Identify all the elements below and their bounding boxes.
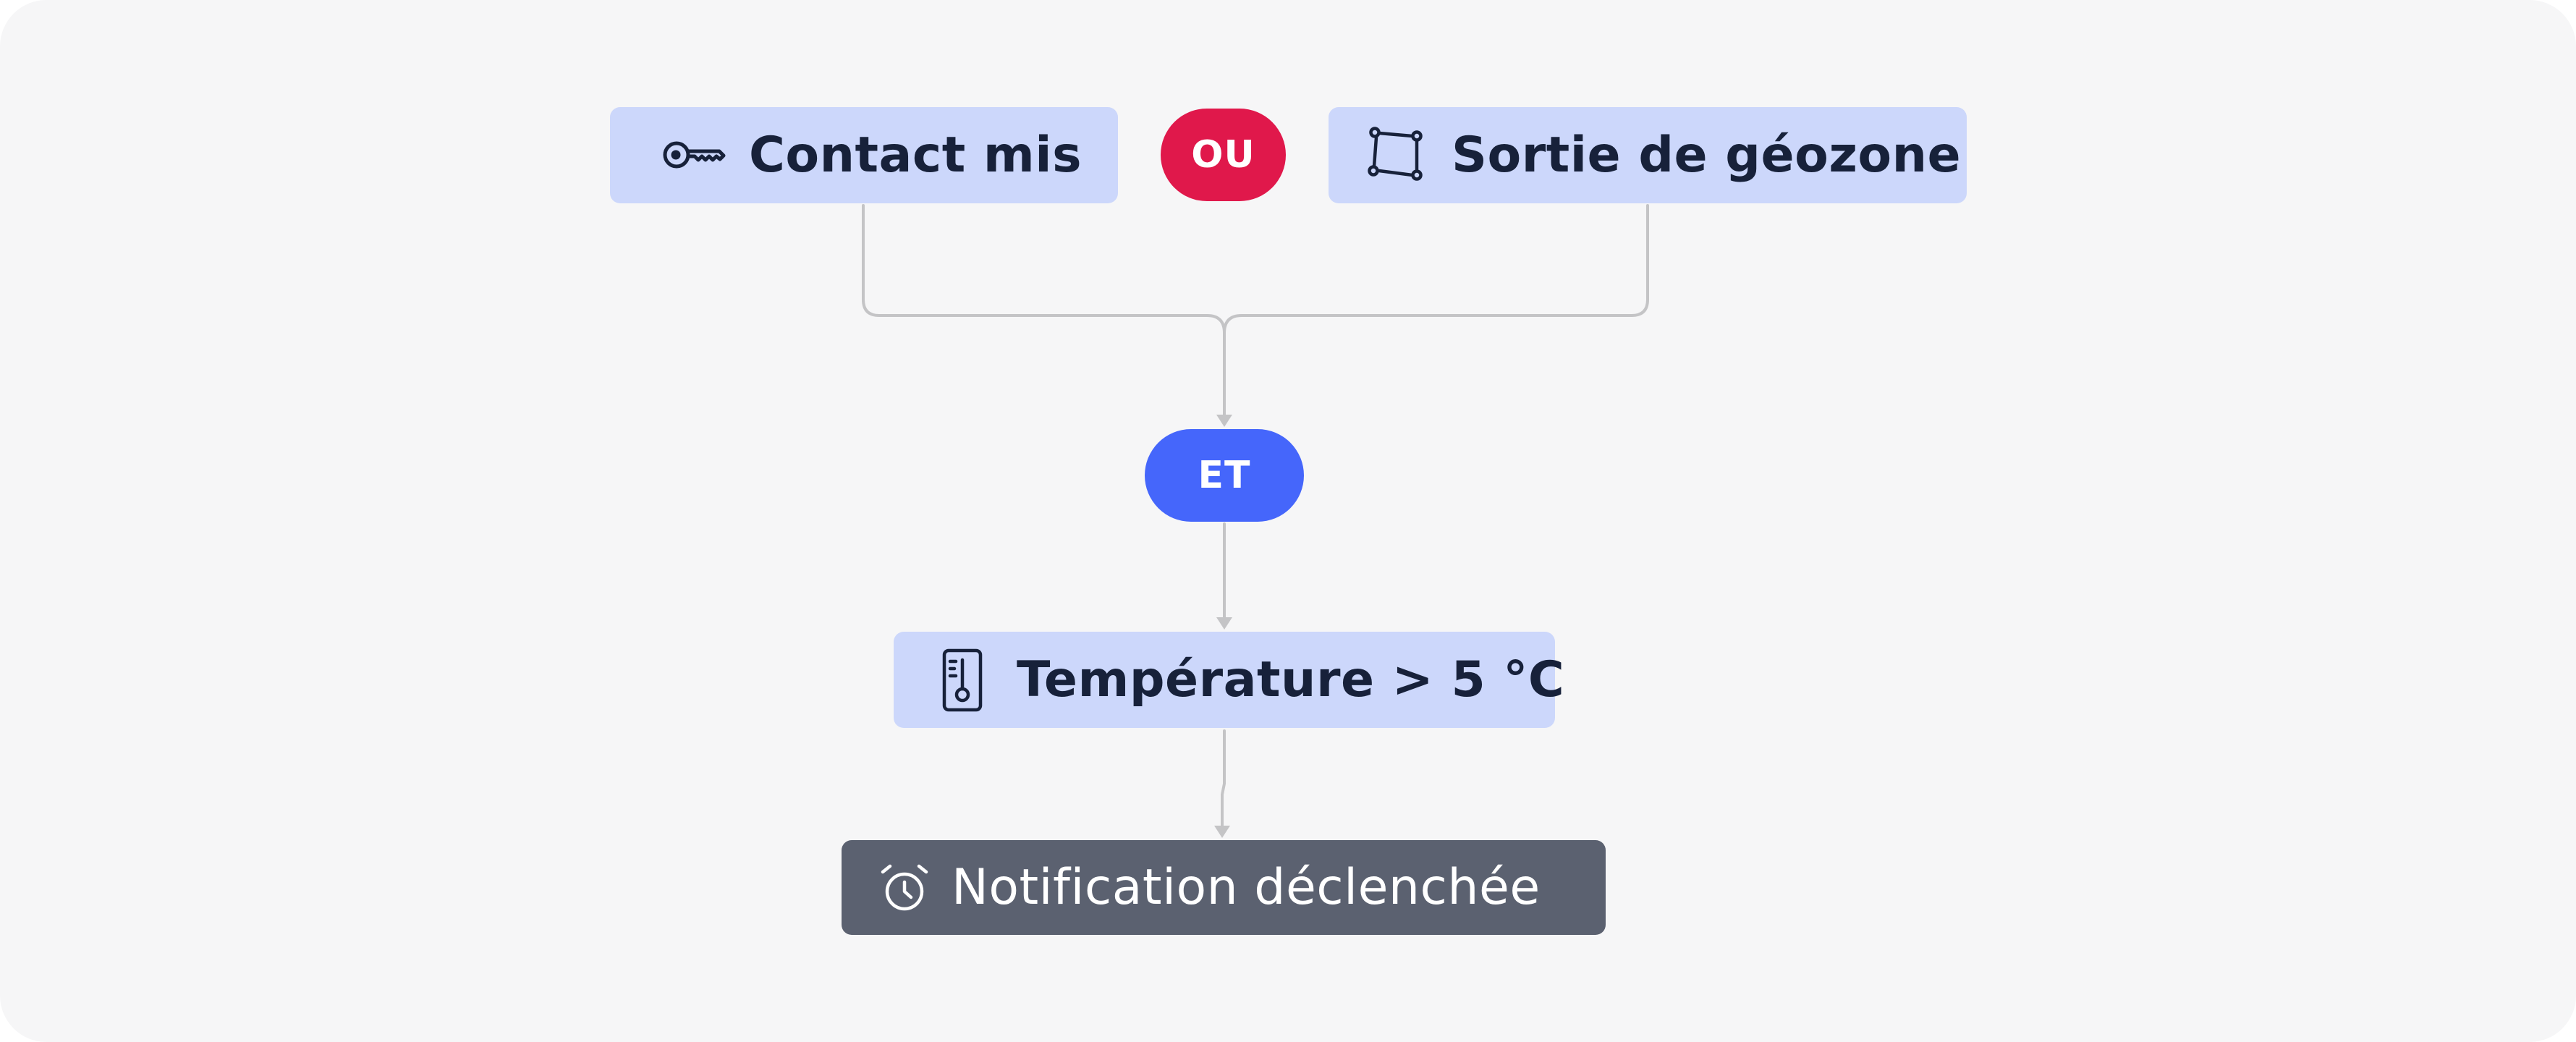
geofence-polygon-icon <box>1368 126 1427 185</box>
action-notification-label: Notification déclenchée <box>952 859 1541 916</box>
alarm-clock-icon <box>878 861 931 915</box>
connector-temperature-to-notification <box>1221 729 1226 829</box>
connector-geofence-to-and <box>1223 204 1649 334</box>
operator-or-badge: OU <box>1161 109 1286 201</box>
condition-temperature-label: Température > 5 °C <box>1017 651 1565 708</box>
action-notification: Notification déclenchée <box>842 840 1606 935</box>
thermometer-icon <box>941 648 983 712</box>
arrowhead-to-notification <box>1214 826 1230 838</box>
condition-ignition: Contact mis <box>610 107 1118 203</box>
arrowhead-to-and <box>1216 415 1232 427</box>
operator-and-badge: ET <box>1145 429 1304 522</box>
condition-ignition-label: Contact mis <box>749 127 1082 184</box>
connector-ignition-to-and <box>862 204 1226 418</box>
arrowhead-to-temperature <box>1216 617 1232 630</box>
condition-temperature: Température > 5 °C <box>894 632 1564 728</box>
key-icon <box>661 130 726 180</box>
condition-geofence-exit: Sortie de géozone <box>1329 107 1967 203</box>
condition-geofence-exit-label: Sortie de géozone <box>1452 127 1962 184</box>
